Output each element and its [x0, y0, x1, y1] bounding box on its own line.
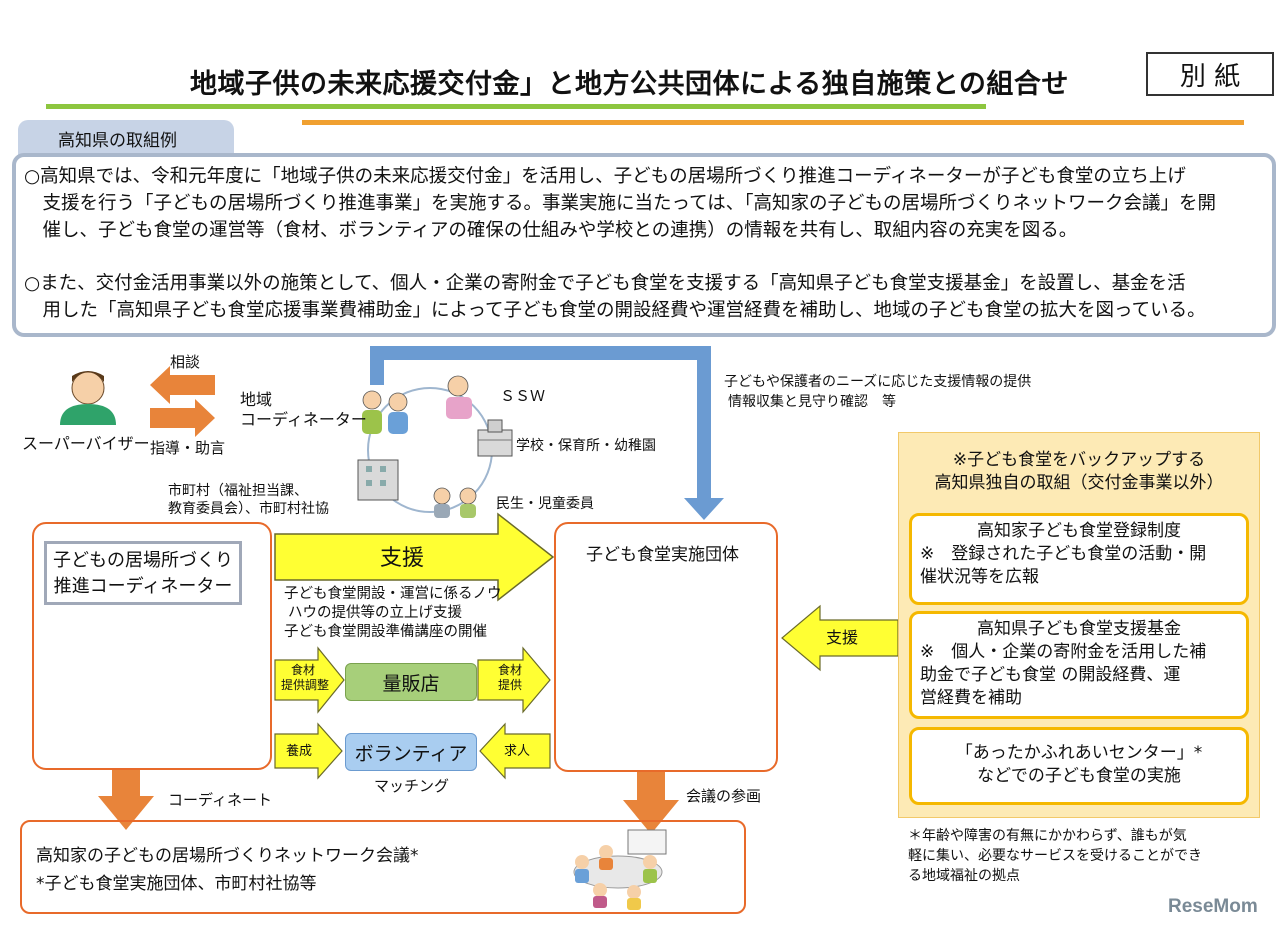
- schools-label: 学校・保育所・幼稚園: [516, 438, 656, 454]
- support-arrow: [274, 512, 555, 602]
- resemom-watermark: ReseMom: [1168, 896, 1258, 917]
- support-text-2: ハウの提供等の立上げ支援: [288, 605, 462, 621]
- consult-arrow: [150, 366, 215, 404]
- matching-label: マッチング: [374, 777, 450, 795]
- support-right-label: 支援: [826, 628, 859, 647]
- municipal-label-1: 市町村（福祉担当課、: [168, 483, 308, 499]
- coordinator-title-line2: 推進コーディネーター: [53, 576, 233, 597]
- backup-panel: ※子ども食堂をバックアップする 高知県独自の取組（交付金事業以外） 高知家子ども…: [898, 432, 1260, 818]
- blue-flow-arrow: [370, 346, 724, 520]
- ssw-label: ＳＳＷ: [500, 387, 546, 405]
- coordinate-down-arrow: [98, 764, 154, 830]
- supervisor-figure: [60, 371, 116, 425]
- section-tab: 高知県の取組例: [18, 120, 234, 156]
- intro-box: ○高知県では、令和元年度に「地域子供の未来応援交付金」を活用し、子どもの居場所づ…: [12, 153, 1276, 337]
- support-fund-line4: 営経費を補助: [920, 688, 1022, 708]
- support-fund-line2: ※ 個人・企業の寄附金を活用した補: [920, 642, 1207, 662]
- support-text-1: 子ども食堂開設・運営に係るノウ: [284, 586, 502, 602]
- info-label-2: 情報収集と見守り確認 等: [728, 394, 896, 410]
- minsei-label: 民生・児童委員: [496, 496, 594, 512]
- network-meeting-box: 高知家の子どもの居場所づくりネットワーク会議* *子ども食堂実施団体、市町村社協…: [20, 820, 746, 914]
- food-provide-label: 食材 提供: [488, 663, 532, 693]
- backup-heading-line2: 高知県独自の取組（交付金事業以外）: [934, 473, 1224, 493]
- network-meeting-line1: 高知家の子どもの居場所づくりネットワーク会議*: [36, 846, 419, 866]
- food-adjust-line1: 食材: [290, 663, 315, 677]
- fureai-center-box: 「あったかふれあいセンター」* などでの子ども食堂の実施: [909, 727, 1249, 805]
- meeting-down-arrow: [623, 772, 679, 834]
- supervisor-label: スーパーバイザー: [22, 434, 150, 453]
- coordinator-figures: [362, 390, 408, 434]
- meeting-participation-label: 会議の参画: [686, 787, 762, 805]
- training-arrow: [274, 722, 343, 780]
- coordinator-title-line1: 子どもの居場所づくり: [53, 550, 233, 571]
- intro-p2-line2: 用した「高知県子ども食堂応援事業費補助金」によって子ども食堂の開設経費や運営経費…: [24, 300, 1206, 321]
- page-title: 地域子供の未来応援交付金」と地方公共団体による独自施策との組合せ: [190, 69, 1069, 100]
- intro-p2-line1: ○また、交付金活用事業以外の施策として、個人・企業の寄附金で子ども食堂を支援する…: [24, 273, 1186, 294]
- backup-panel-heading: ※子ども食堂をバックアップする 高知県独自の取組（交付金事業以外）: [899, 449, 1259, 495]
- implementer-label: 子ども食堂実施団体: [586, 545, 739, 565]
- volunteer-box: ボランティア: [345, 733, 477, 771]
- meeting-illustration: [573, 829, 667, 910]
- food-provide-line2: 提供: [497, 678, 522, 692]
- local-coordinator-label-1: 地域: [240, 390, 273, 409]
- implementer-box: [554, 522, 778, 772]
- intro-p1-line3: 催し、子ども食堂の運営等（食材、ボランティアの確保の仕組みや学校との連携）の情報…: [24, 220, 1078, 241]
- intro-p1-line1: ○高知県では、令和元年度に「地域子供の未来応援交付金」を活用し、子どもの居場所づ…: [24, 166, 1186, 187]
- ssw-figure: [446, 375, 472, 419]
- city-hall-building: [357, 459, 399, 501]
- info-label-1: 子どもや保護者のニーズに応じた支援情報の提供: [724, 374, 1032, 390]
- fureai-line2: などでの子ども食堂の実施: [977, 766, 1181, 786]
- support-fund-box: 高知県子ども食堂支援基金 ※ 個人・企業の寄附金を活用した補 助金で子ども食堂 …: [909, 611, 1249, 719]
- coordinator-title: 子どもの居場所づくり 推進コーディネーター: [44, 541, 242, 605]
- municipal-label-2: 教育委員会）、市町村社協: [168, 501, 329, 517]
- consult-label: 相談: [170, 353, 201, 371]
- registration-system-box: 高知家子ども食堂登録制度 ※ 登録された子ども食堂の活動・開 催状況等を広報: [909, 513, 1249, 605]
- local-coordinator-label-2: コーディネーター: [240, 410, 367, 429]
- backup-heading-line1: ※子ども食堂をバックアップする: [952, 450, 1206, 470]
- orange-rule: [302, 120, 1244, 125]
- food-provide-line1: 食材: [497, 663, 522, 677]
- network-meeting-line2: *子ども食堂実施団体、市町村社協等: [36, 874, 317, 894]
- recruit-arrow: [479, 722, 551, 780]
- support-fund-line3: 助金で子ども食堂 の開設経費、運: [920, 665, 1181, 685]
- registration-title: 高知家子ども食堂登録制度: [977, 521, 1181, 541]
- coordinate-label: コーディネート: [168, 791, 272, 809]
- school-building: [477, 419, 513, 457]
- footnote: ＊年齢や障害の有無にかかわらず、誰もが気 軽に集い、必要なサービスを受けることが…: [908, 826, 1202, 886]
- green-rule: [46, 104, 986, 109]
- guidance-label: 指導・助言: [150, 439, 226, 457]
- recruit-label: 求人: [504, 744, 531, 759]
- coordinator-box: [32, 522, 272, 770]
- support-label: 支援: [380, 546, 425, 571]
- footnote-line1: ＊年齢や障害の有無にかかわらず、誰もが気: [908, 828, 1187, 844]
- attachment-label: 別 紙: [1146, 52, 1274, 96]
- minsei-figures: [433, 487, 477, 518]
- support-right-arrow: [781, 604, 899, 672]
- food-provide-arrow: [477, 646, 551, 714]
- food-adjust-arrow: [274, 646, 345, 714]
- fureai-line1: 「あったかふれあいセンター」*: [955, 743, 1203, 763]
- food-adjust-line2: 提供調整: [281, 678, 330, 692]
- mass-retailer-box: 量販店: [345, 663, 477, 701]
- training-label: 養成: [286, 744, 313, 759]
- footnote-line3: る地域福祉の拠点: [908, 868, 1020, 884]
- support-fund-title: 高知県子ども食堂支援基金: [977, 619, 1181, 639]
- registration-line3: 催状況等を広報: [920, 567, 1039, 587]
- food-adjust-label: 食材 提供調整: [281, 663, 330, 693]
- guidance-arrow: [150, 399, 215, 437]
- support-text-3: 子ども食堂開設準備講座の開催: [284, 624, 487, 640]
- intro-p1-line2: 支援を行う「子どもの居場所づくり推進事業」を実施する。事業実施に当たっては、「高…: [24, 193, 1216, 214]
- registration-line2: ※ 登録された子ども食堂の活動・開: [920, 544, 1207, 564]
- footnote-line2: 軽に集い、必要なサービスを受けることができ: [908, 848, 1202, 864]
